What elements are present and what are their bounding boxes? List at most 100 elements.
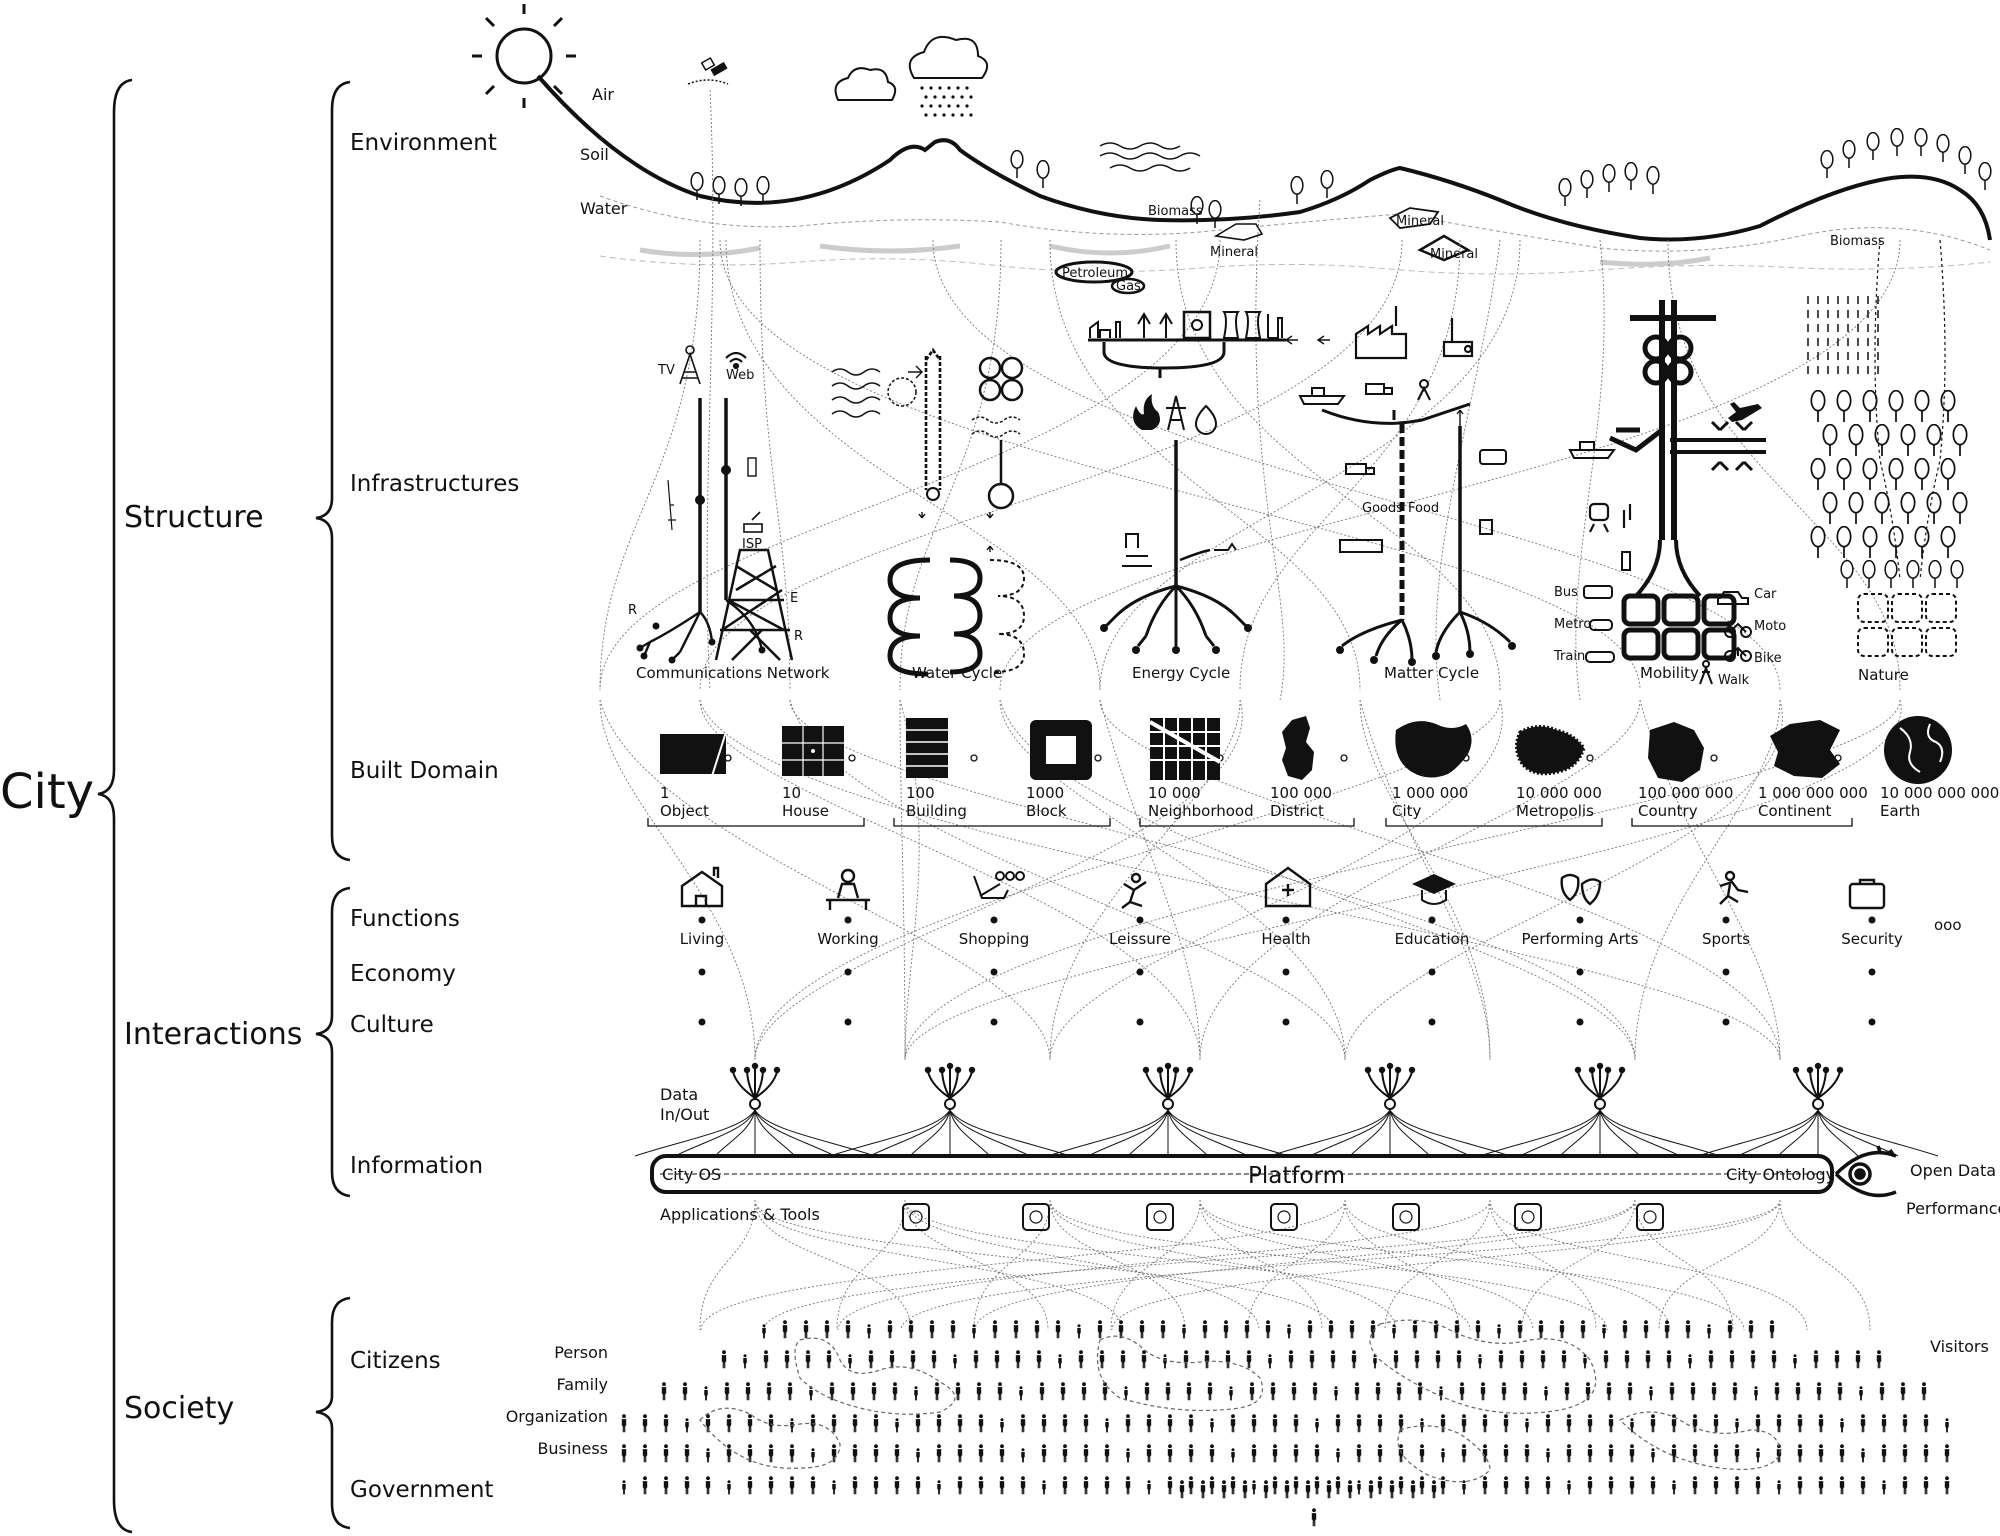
person-icon (1078, 1350, 1084, 1369)
tree-icon (1914, 128, 1928, 156)
scale-value: 10 000 000 (1516, 784, 1602, 802)
infra-name-1: Communications Network (636, 664, 830, 682)
government-label: Government (350, 1477, 493, 1503)
house-func-icon (680, 866, 724, 908)
person-icon (1312, 1382, 1318, 1401)
person-icon (782, 1320, 788, 1339)
person-icon (1124, 1386, 1128, 1401)
app-tool-icon[interactable] (1514, 1203, 1542, 1231)
tree-icon (1036, 160, 1050, 188)
person-icon (914, 1386, 918, 1401)
person-icon (957, 1444, 963, 1463)
data-label: Data (660, 1085, 698, 1104)
person-icon (1834, 1350, 1840, 1369)
person-icon (1546, 1448, 1550, 1463)
metropolis-icon (1515, 725, 1586, 776)
society-section: Person Family Organization Business Visi… (506, 1319, 1989, 1527)
infra-name-2: Water Cycle (912, 664, 1002, 682)
country-icon (1648, 722, 1704, 782)
person-icon (1202, 1320, 1208, 1339)
people-grid (621, 1320, 1950, 1527)
scale-label: Continent (1758, 802, 1831, 820)
person-icon (1105, 1418, 1109, 1433)
person-icon (934, 1382, 940, 1401)
data-tree-icon (1047, 1062, 1289, 1157)
person-icon (1501, 1382, 1507, 1401)
government-person-icon (1263, 1480, 1269, 1499)
platform-bus: City OS Platform City Ontology (650, 1154, 1835, 1194)
person-icon (1246, 1350, 1252, 1369)
data-tree-icon (1269, 1062, 1511, 1157)
person-icon (1167, 1414, 1173, 1433)
person-icon (1475, 1320, 1481, 1339)
person-icon (1252, 1480, 1256, 1495)
mobility-grid (1621, 593, 1737, 661)
person-icon (1650, 1476, 1656, 1495)
app-tool-icon[interactable] (1022, 1203, 1050, 1231)
bike-label: Bike (1754, 651, 1782, 666)
person-icon (663, 1444, 669, 1463)
person-icon (1314, 1444, 1320, 1463)
person-icon (1041, 1414, 1047, 1433)
water-coil (887, 557, 983, 677)
tree-icon (1940, 390, 1956, 422)
person-icon (1545, 1414, 1551, 1433)
tree-icon (1884, 560, 1898, 588)
person-icon (724, 1382, 730, 1401)
person-icon (682, 1382, 688, 1401)
person-icon (805, 1350, 811, 1369)
water-label: Water (580, 199, 628, 218)
tree-icon (1928, 560, 1942, 588)
person-icon (931, 1350, 937, 1369)
person-icon (871, 1382, 877, 1401)
continent-icon (1770, 720, 1840, 778)
data-tree-icon (634, 1062, 876, 1157)
person-icon (1797, 1444, 1803, 1463)
moto-label: Moto (1754, 619, 1786, 634)
scale-label: Object (660, 802, 709, 820)
person-icon (1651, 1448, 1655, 1463)
app-tool-icon[interactable] (1636, 1203, 1664, 1231)
person-icon (663, 1476, 669, 1495)
person-icon (831, 1444, 837, 1463)
person-icon (1182, 1324, 1186, 1339)
person-icon (1754, 1386, 1758, 1401)
app-tool-icon[interactable] (1270, 1203, 1298, 1231)
person-icon (642, 1444, 648, 1463)
tree-icon (1840, 560, 1854, 588)
person-icon (824, 1320, 830, 1339)
flame-icon (1133, 394, 1160, 430)
person-icon (1608, 1476, 1614, 1495)
app-tool-icon[interactable] (902, 1203, 930, 1231)
person-icon (1454, 1320, 1460, 1339)
person-icon (1351, 1350, 1357, 1369)
person-icon (1118, 1320, 1124, 1339)
person-icon (1165, 1382, 1171, 1401)
person-icon (768, 1444, 774, 1463)
person-icon (1287, 1324, 1291, 1339)
person-icon (894, 1476, 900, 1495)
tree-icon (1978, 162, 1992, 190)
environment-label: Environment (350, 130, 497, 156)
app-tool-icon[interactable] (1392, 1203, 1420, 1231)
person-icon (1729, 1350, 1735, 1369)
tree-icon (1580, 170, 1594, 198)
person-icon (1816, 1382, 1822, 1401)
person-icon (826, 1350, 832, 1369)
person-icon (957, 1476, 963, 1495)
person-icon (1480, 1382, 1486, 1401)
person-icon (1859, 1386, 1863, 1401)
government-person-icon (1410, 1480, 1416, 1499)
water-table-line (599, 255, 1991, 275)
person-icon (1330, 1350, 1336, 1369)
person-icon (976, 1382, 982, 1401)
person-icon (868, 1350, 874, 1369)
person-icon (1062, 1444, 1068, 1463)
person-icon (622, 1480, 626, 1495)
person-icon (1567, 1480, 1571, 1495)
app-tool-icon[interactable] (1146, 1203, 1174, 1231)
tree-icon (1874, 424, 1890, 456)
person-icon (1497, 1324, 1501, 1339)
person-icon (1692, 1414, 1698, 1433)
interchange-icon (1642, 334, 1694, 386)
